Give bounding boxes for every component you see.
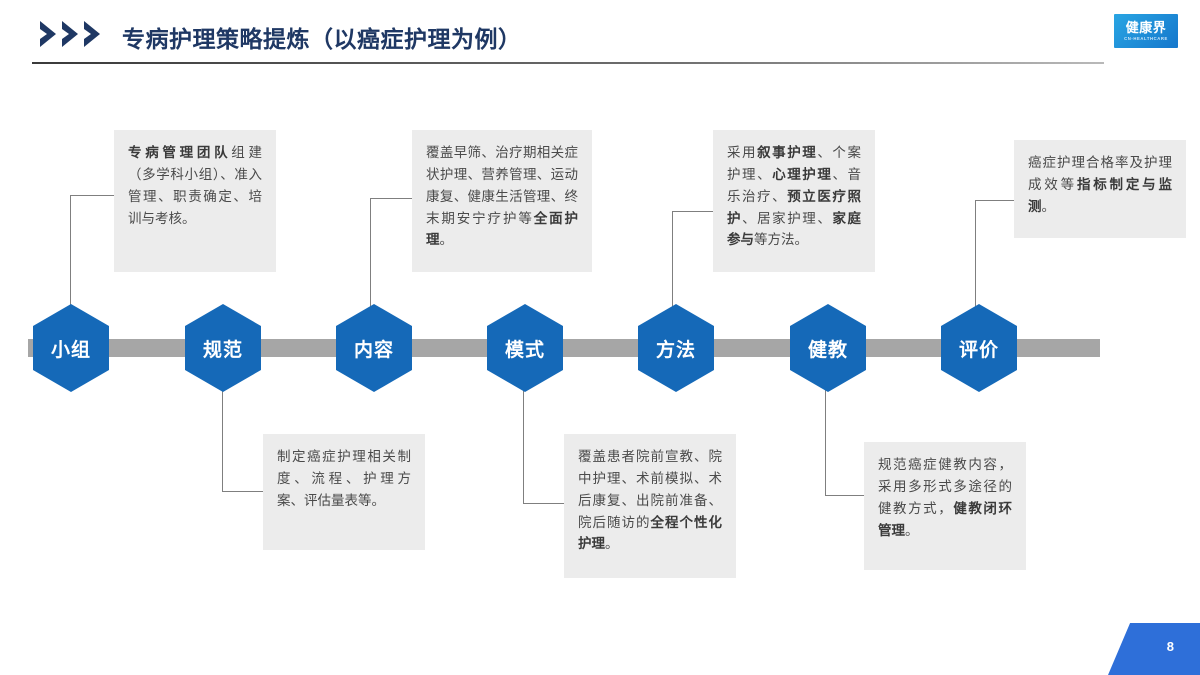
connector-line-pingjia-h [975,200,1015,201]
connector-line-guifan [222,381,223,491]
callout-top-neirong: 覆盖早筛、治疗期相关症状护理、营养管理、运动康复、健康生活管理、终末期安宁疗护等… [412,130,592,272]
connector-line-moshi [523,381,524,503]
callout-top-xiaozu: 专病管理团队组建（多学科小组）、准入管理、职责确定、培训与考核。 [114,130,276,272]
callout-top-pingjia: 癌症护理合格率及护理成效等指标制定与监测。 [1014,140,1186,238]
callout-top-fangfa: 采用叙事护理、个案护理、心理护理、音乐治疗、预立医疗照护、居家护理、家庭参与等方… [713,130,875,272]
connector-line-fangfa [672,211,673,315]
header-divider [32,62,1104,64]
connector-line-jianjiao-h [825,495,865,496]
timeline-node-jianjiao[interactable]: 健教 [790,304,866,392]
double-chevron-right-icon [38,19,120,49]
connector-line-xiaozu-h [70,195,115,196]
connector-line-neirong [370,198,371,315]
connector-line-jianjiao [825,381,826,495]
connector-line-pingjia [975,200,976,315]
connector-line-xiaozu [70,195,71,315]
page-title: 专病护理策略提炼（以癌症护理为例） [122,26,522,52]
timeline-node-xiaozu[interactable]: 小组 [33,304,109,392]
brand-logo-subtitle: CN-HEALTHCARE [1124,36,1168,41]
connector-line-fangfa-h [672,211,714,212]
connector-line-neirong-h [370,198,413,199]
page-number-shape [1108,623,1200,675]
timeline-node-neirong[interactable]: 内容 [336,304,412,392]
timeline-node-fangfa[interactable]: 方法 [638,304,714,392]
connector-line-guifan-h [222,491,264,492]
timeline-node-pingjia[interactable]: 评价 [941,304,1017,392]
callout-bottom-guifan: 制定癌症护理相关制度、流程、护理方案、评估量表等。 [263,434,425,550]
callout-bottom-jianjiao: 规范癌症健教内容，采用多形式多途径的健教方式，健教闭环管理。 [864,442,1026,570]
callout-bottom-moshi: 覆盖患者院前宣教、院中护理、术前模拟、术后康复、出院前准备、院后随访的全程个性化… [564,434,736,578]
brand-logo-name: 健康界 [1125,20,1167,35]
page-number: 8 [1166,639,1174,654]
connector-line-moshi-h [523,503,565,504]
timeline-node-guifan[interactable]: 规范 [185,304,261,392]
timeline-node-moshi[interactable]: 模式 [487,304,563,392]
brand-logo: 健康界 CN-HEALTHCARE [1114,14,1178,48]
